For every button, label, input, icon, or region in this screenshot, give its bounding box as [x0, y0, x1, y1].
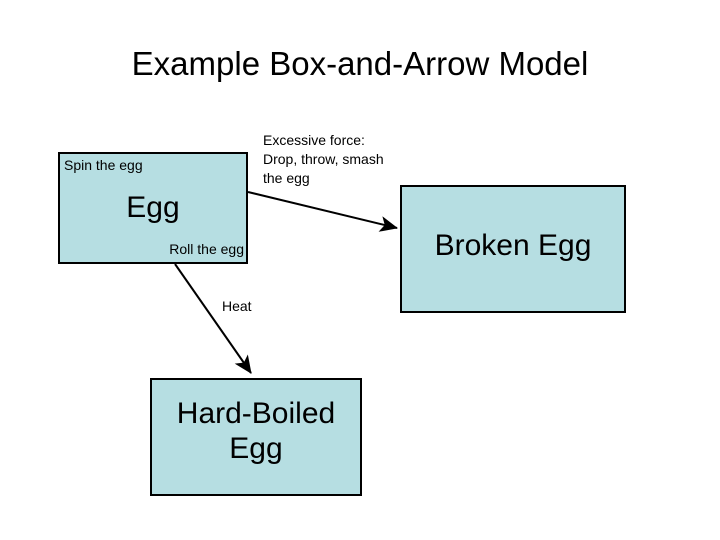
- arrow-label-excessive-force: Excessive force: Drop, throw, smash the …: [263, 132, 384, 186]
- arrow-label-heat: Heat: [222, 298, 252, 314]
- label-roll-the-egg: Roll the egg: [169, 241, 244, 257]
- box-label-egg: Egg: [126, 191, 180, 224]
- box-broken-egg[interactable]: [400, 185, 626, 313]
- arrow-heat: [174, 263, 252, 374]
- arrow-excessive-force: [247, 191, 398, 232]
- box-hard-boiled-egg[interactable]: [150, 378, 362, 496]
- label-spin-the-egg: Spin the egg: [64, 157, 143, 173]
- box-label-hard-boiled-egg: Hard-Boiled Egg: [176, 397, 336, 466]
- box-egg[interactable]: [58, 152, 248, 264]
- page-title: Example Box-and-Arrow Model: [131, 45, 589, 82]
- box-label-broken-egg: Broken Egg: [434, 229, 592, 262]
